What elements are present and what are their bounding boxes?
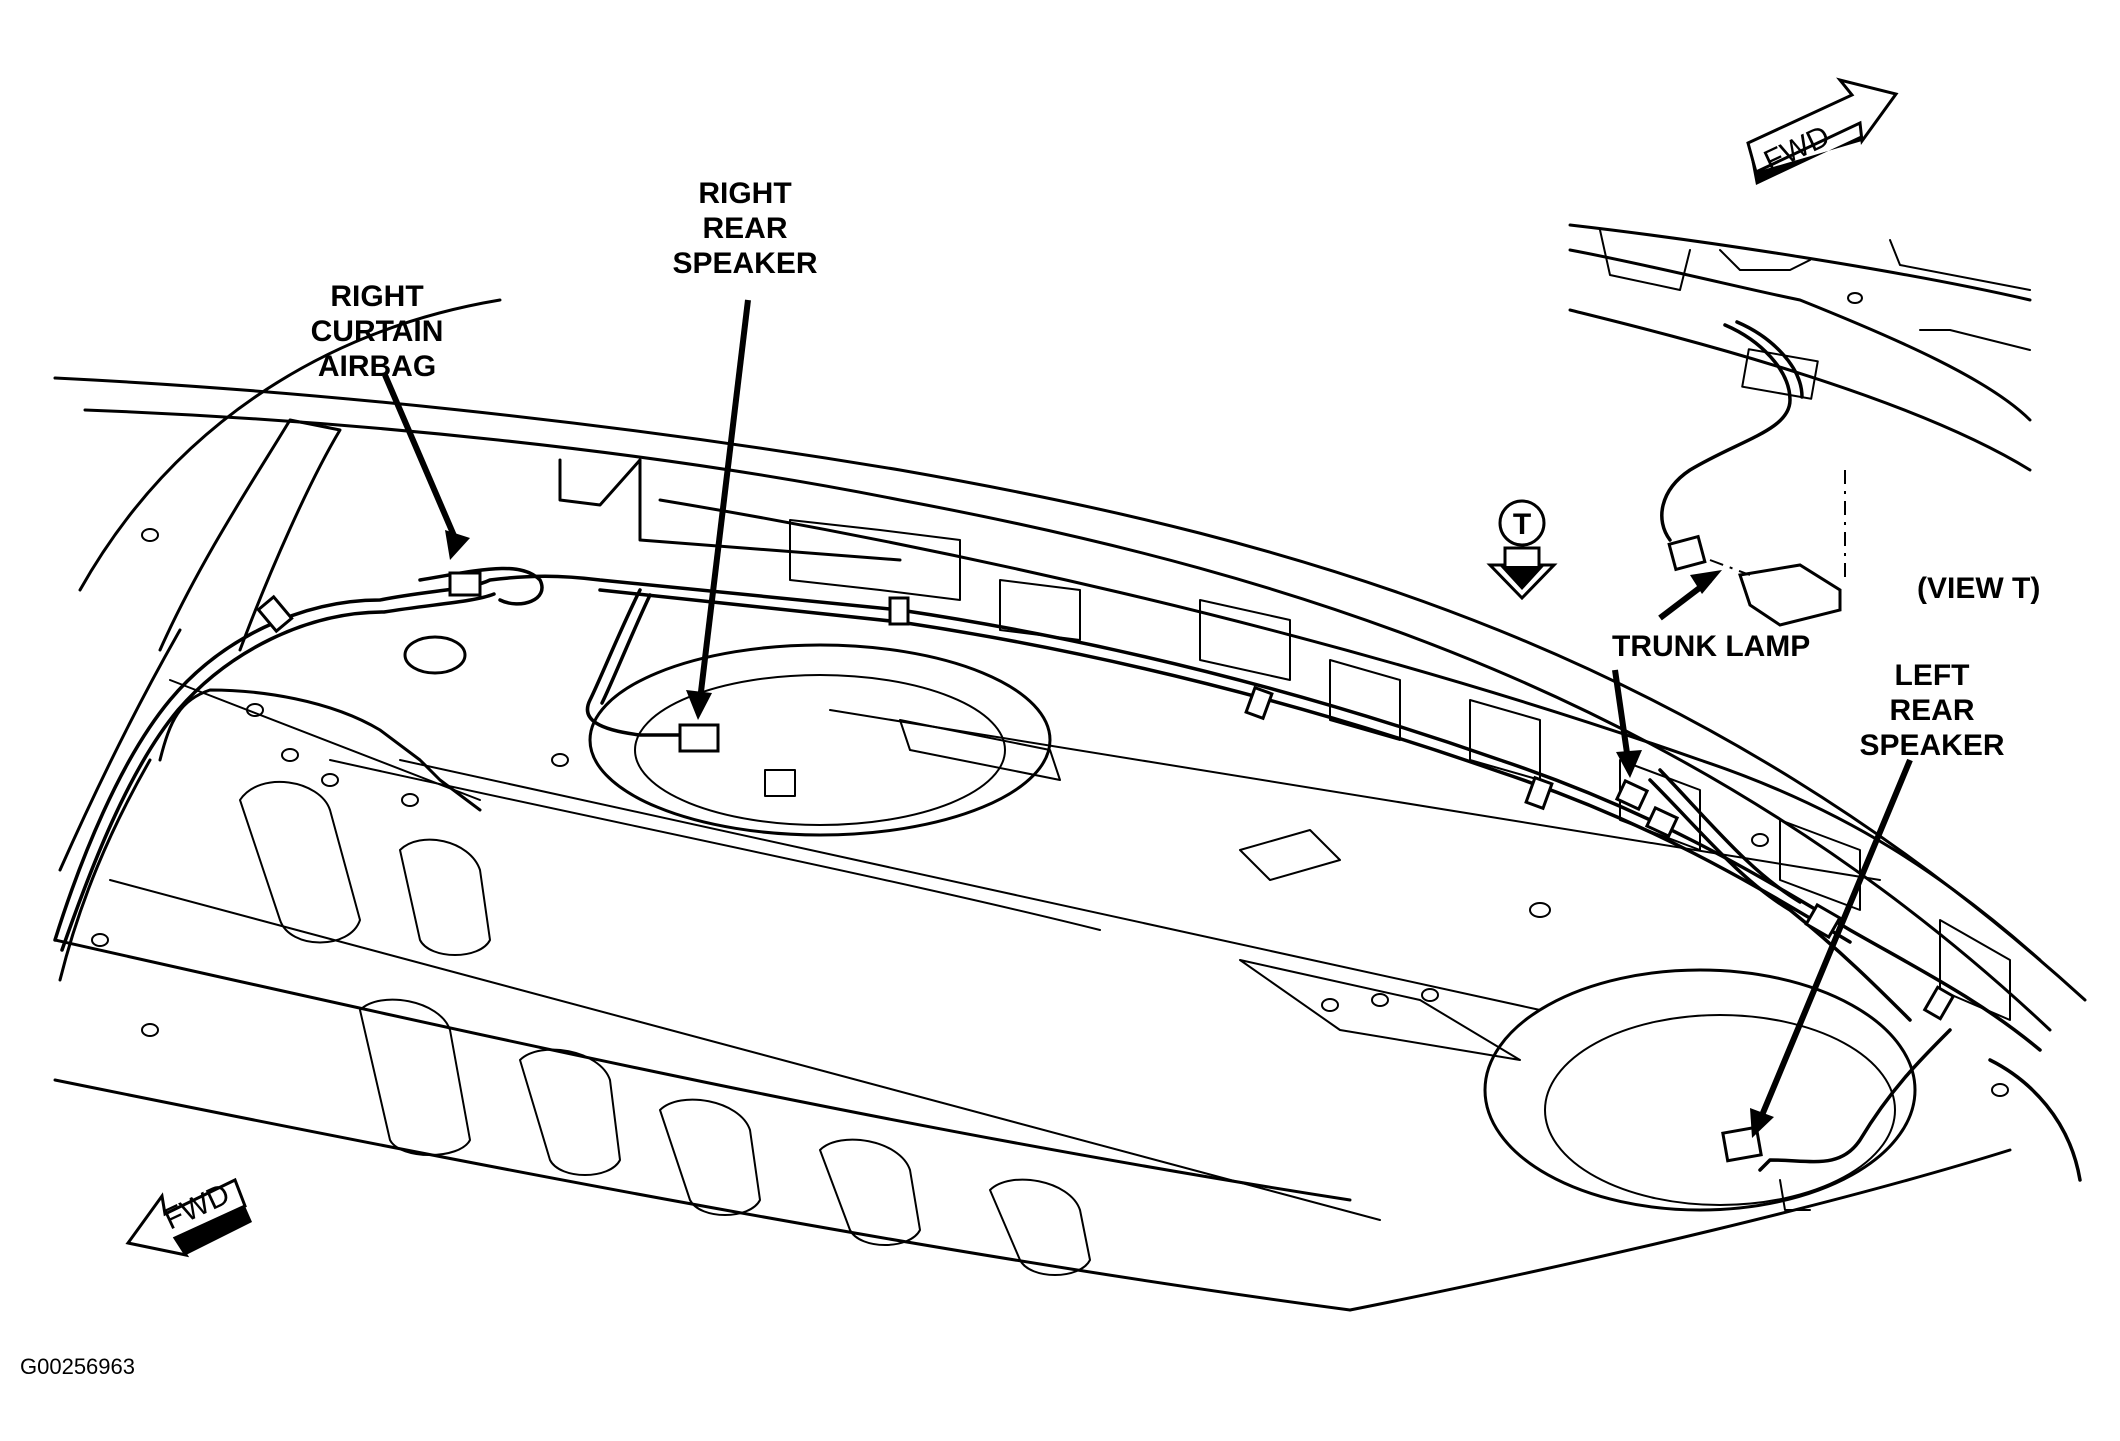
svg-text:SPEAKER: SPEAKER: [1859, 729, 2004, 762]
label-trunk-lamp: TRUNK LAMP: [1612, 630, 1810, 663]
view-t-inset: [1568, 223, 2032, 627]
left-rear-speaker-opening: [1483, 968, 1917, 1212]
connectors: [448, 571, 1763, 1163]
svg-text:RIGHT: RIGHT: [698, 177, 791, 210]
figure-code: G00256963: [20, 1354, 135, 1379]
label-right-rear-speaker: RIGHT REAR SPEAKER: [672, 177, 817, 280]
label-right-curtain-airbag: RIGHT CURTAIN AIRBAG: [311, 280, 444, 383]
svg-text:CURTAIN: CURTAIN: [311, 315, 444, 348]
svg-text:SPEAKER: SPEAKER: [672, 247, 817, 280]
svg-text:REAR: REAR: [1889, 694, 1974, 727]
svg-text:REAR: REAR: [702, 212, 787, 245]
fwd-arrow-bottom: FWD: [125, 1178, 252, 1258]
label-view-t: (VIEW T): [1917, 572, 2040, 605]
package-shelf-outline: [53, 376, 2087, 1312]
svg-text:LEFT: LEFT: [1895, 659, 1970, 692]
svg-text:RIGHT: RIGHT: [330, 280, 423, 313]
right-speaker-connector: [678, 723, 720, 753]
leader-lines: [382, 299, 1913, 1138]
label-left-rear-speaker: LEFT REAR SPEAKER: [1859, 659, 2004, 762]
view-t-connector: [1667, 534, 1707, 572]
svg-text:T: T: [1513, 508, 1531, 541]
trunk-lamp-connector: [1614, 778, 1650, 812]
left-speaker-connector: [1721, 1125, 1763, 1163]
fwd-arrow-top: FWD: [1746, 77, 1899, 185]
right-rear-speaker-opening: [588, 643, 1052, 837]
view-t-marker: T: [1486, 499, 1558, 601]
left-pillar-opening: [78, 298, 502, 812]
svg-text:AIRBAG: AIRBAG: [318, 350, 436, 383]
wiring-harness: [53, 566, 2082, 1182]
airbag-connector: [448, 571, 482, 597]
